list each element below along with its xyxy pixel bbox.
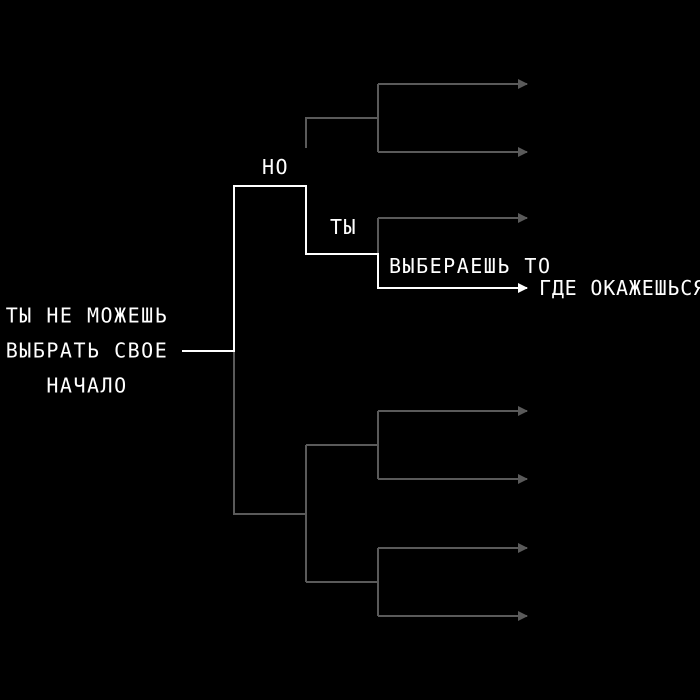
start-line-1: ТЫ НЕ МОЖЕШЬ (5, 303, 169, 328)
branch-lower-links (306, 444, 378, 583)
but-label: НО (262, 155, 290, 179)
inactive-branches (233, 79, 528, 621)
branch-lower (233, 351, 306, 515)
end-label: ГДЕ ОКАЖЕШЬСЯ (539, 276, 700, 300)
start-label: ТЫ НЕ МОЖЕШЬ ВЫБРАТЬ СВОЕ НАЧАЛО (0, 299, 174, 404)
start-line-2: ВЫБРАТЬ СВОЕ (5, 338, 169, 363)
start-line-3: НАЧАЛО (46, 373, 128, 398)
choose-label: ВЫБЕРАЕШЬ ТО (389, 254, 552, 278)
branch-upper-stub (305, 117, 378, 148)
you-label: ТЫ (330, 215, 358, 239)
active-path (182, 185, 528, 352)
